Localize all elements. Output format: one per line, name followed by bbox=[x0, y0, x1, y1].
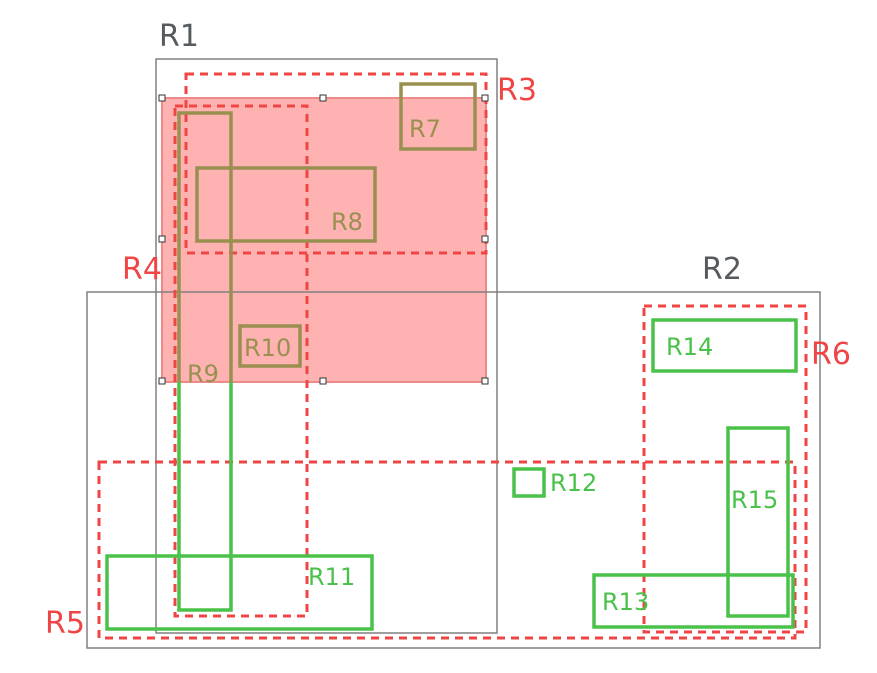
region-r14[interactable] bbox=[651, 318, 798, 373]
region-r5[interactable] bbox=[97, 460, 797, 640]
handle-bottom-middle[interactable] bbox=[319, 377, 327, 385]
handle-top-middle[interactable] bbox=[319, 94, 327, 102]
region-r6[interactable] bbox=[642, 304, 808, 634]
region-r13[interactable] bbox=[592, 573, 795, 629]
region-r12[interactable] bbox=[512, 467, 546, 498]
label-r14: R14 bbox=[666, 333, 713, 361]
region-r11[interactable] bbox=[105, 554, 374, 631]
region-r2[interactable] bbox=[86, 291, 821, 649]
label-r9: R9 bbox=[187, 360, 219, 388]
label-r1: R1 bbox=[159, 19, 199, 54]
label-r4: R4 bbox=[122, 252, 162, 287]
region-r10[interactable] bbox=[238, 324, 302, 368]
selection-handles[interactable] bbox=[158, 94, 489, 385]
region-r3[interactable] bbox=[184, 72, 488, 255]
handle-top-right[interactable] bbox=[481, 94, 489, 102]
label-r13: R13 bbox=[602, 588, 649, 616]
handle-bottom-left[interactable] bbox=[158, 377, 166, 385]
label-r5: R5 bbox=[45, 606, 85, 641]
region-r8[interactable] bbox=[195, 166, 377, 243]
label-r10: R10 bbox=[244, 334, 291, 362]
label-r7: R7 bbox=[409, 115, 441, 143]
region-r1[interactable] bbox=[155, 58, 498, 634]
region-r9-lower[interactable] bbox=[177, 382, 233, 612]
region-r4[interactable] bbox=[173, 104, 309, 618]
label-r11: R11 bbox=[308, 563, 355, 591]
label-r2: R2 bbox=[702, 252, 742, 287]
label-r12: R12 bbox=[550, 469, 597, 497]
handle-top-left[interactable] bbox=[158, 94, 166, 102]
label-r15: R15 bbox=[731, 486, 778, 514]
label-r6: R6 bbox=[811, 337, 851, 372]
handle-middle-left[interactable] bbox=[158, 235, 166, 243]
region-r7[interactable] bbox=[399, 82, 477, 151]
label-r3: R3 bbox=[497, 73, 537, 108]
label-r8: R8 bbox=[331, 208, 363, 236]
region-r15[interactable] bbox=[726, 426, 790, 618]
region-r9-upper[interactable] bbox=[177, 111, 233, 382]
handle-middle-right[interactable] bbox=[481, 235, 489, 243]
handle-bottom-right[interactable] bbox=[481, 377, 489, 385]
